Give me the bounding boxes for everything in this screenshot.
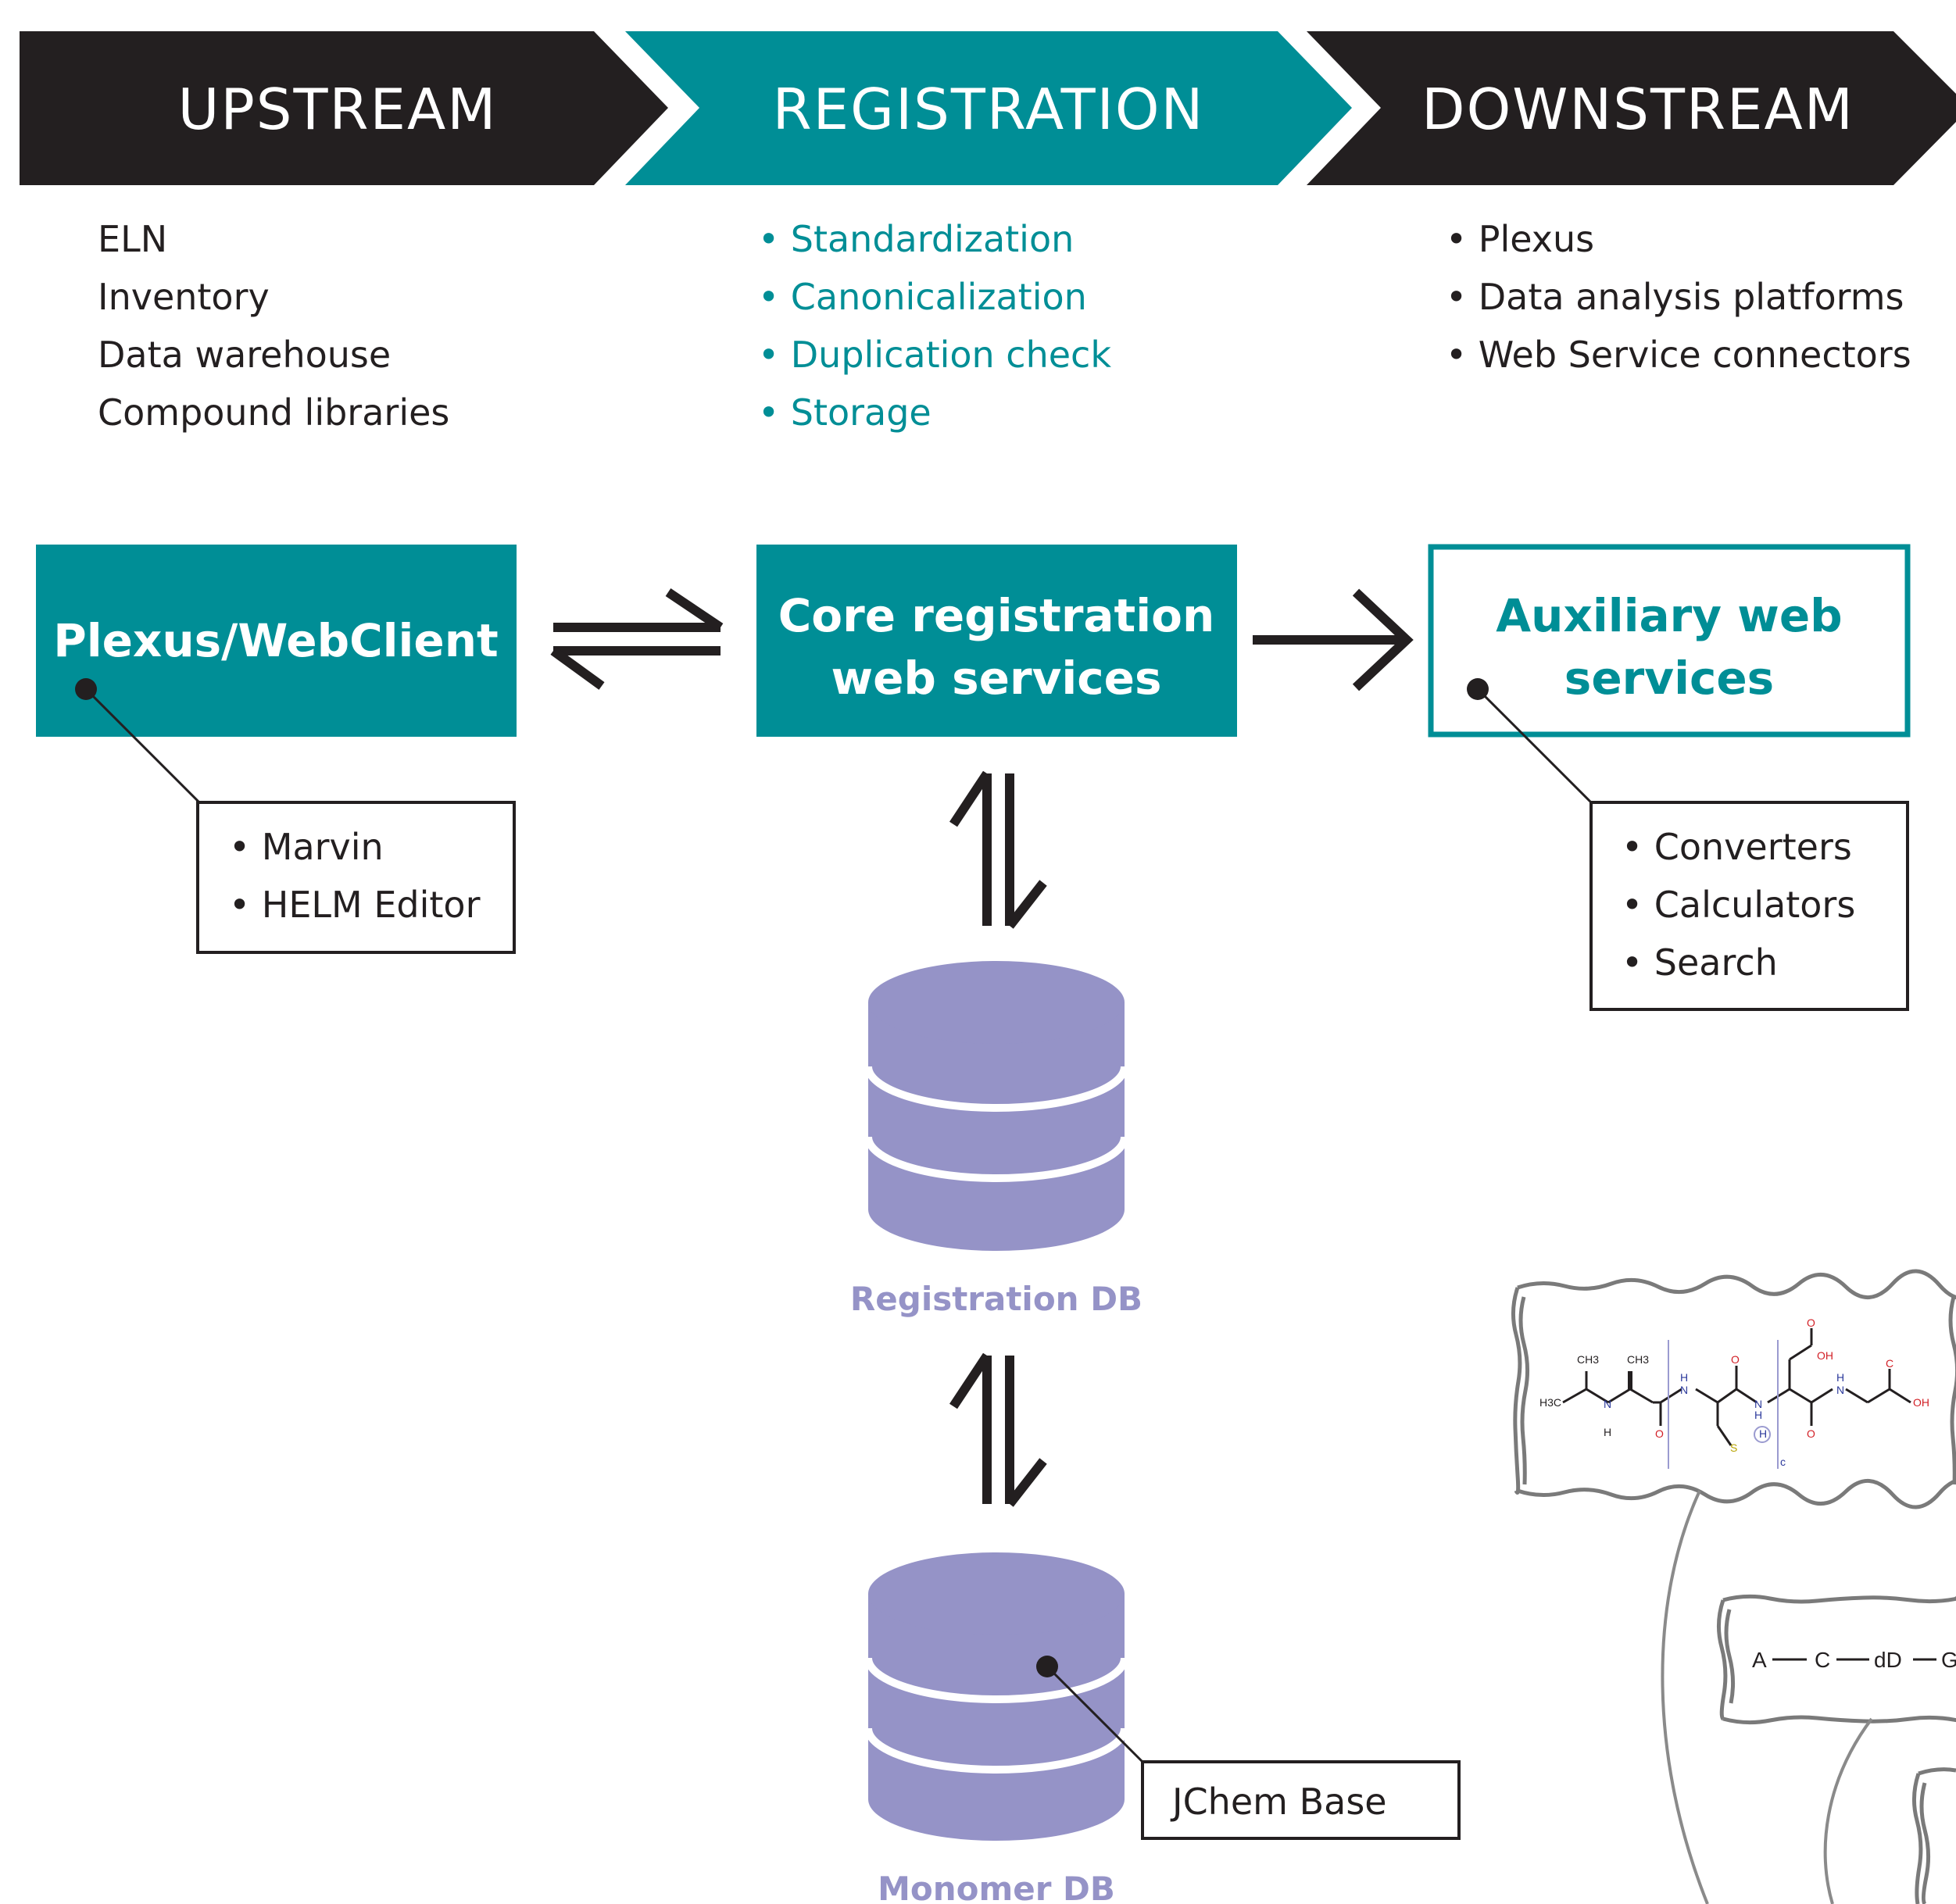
mol-atom: N (1680, 1384, 1688, 1396)
regdb-monomerdb-equilibrium-arrow (949, 1352, 1047, 1507)
downstream-list: • Plexus • Data analysis platforms • Web… (1446, 218, 1911, 376)
mol-atom: H3C (1539, 1396, 1561, 1409)
core-services-box: Core registration web services (756, 545, 1237, 737)
callout-dot (1467, 678, 1489, 700)
callout-dot (75, 678, 97, 700)
core-auxiliary-arrow (1253, 588, 1414, 691)
sequence-node: dD (1874, 1648, 1902, 1672)
auxiliary-callout-item: • Calculators (1622, 884, 1855, 926)
webclient-callout-item: • HELM Editor (229, 884, 481, 926)
mol-atom: OH (1913, 1396, 1929, 1409)
upstream-list: ELN Inventory Data warehouse Compound li… (98, 218, 449, 434)
core-regdb-equilibrium-arrow (949, 770, 1047, 929)
mol-atom: H (1680, 1371, 1688, 1384)
mol-atom: OH (1817, 1349, 1833, 1362)
registration-list: • Standardization • Canonicalization • D… (758, 218, 1111, 434)
mol-atom: S (1730, 1441, 1737, 1454)
auxiliary-services-title-line: Auxiliary web (1496, 589, 1842, 642)
registration-item: • Storage (758, 391, 932, 434)
registration-db-label: Registration DB (850, 1280, 1142, 1318)
monomer-db-icon (864, 1552, 1128, 1841)
sequence-node: C (1815, 1648, 1830, 1672)
upstream-item: Data warehouse (98, 334, 391, 376)
registration-item: • Standardization (758, 218, 1074, 260)
auxiliary-callout: • Converters • Calculators • Search (1467, 678, 1909, 1011)
auxiliary-callout-item: • Search (1622, 941, 1778, 984)
auxiliary-callout-item: • Converters (1622, 826, 1852, 868)
partial-sketch-frame (1912, 1767, 1956, 1904)
webclient-title: Plexus/WebClient (53, 614, 499, 667)
registration-item: • Duplication check (758, 334, 1111, 376)
callout-dot (1036, 1656, 1058, 1677)
webclient-callout: • Marvin • HELM Editor (75, 678, 516, 954)
molecule-sketch-frame (1511, 1269, 1956, 1509)
downstream-item: • Data analysis platforms (1446, 276, 1904, 318)
sequence-node: G (1941, 1648, 1956, 1672)
upstream-item: Compound libraries (98, 391, 449, 434)
stage-registration-chevron (625, 31, 1352, 185)
sequence-sketch-frame (1717, 1594, 1956, 1725)
stage-upstream-chevron (20, 31, 668, 185)
auxiliary-services-box: Auxiliary web services (1428, 544, 1911, 738)
monomer-db-label: Monomer DB (878, 1870, 1115, 1904)
helm-sequence: A C dD G (1752, 1648, 1956, 1672)
monomer-db-callout: JChem Base (1036, 1656, 1461, 1840)
webclient-callout-item: • Marvin (229, 826, 384, 868)
mol-atom: H (1836, 1371, 1844, 1384)
stage-banner: UPSTREAM REGISTRATION DOWNSTREAM (20, 31, 1956, 185)
downstream-item: • Web Service connectors (1446, 334, 1911, 376)
upstream-item: ELN (98, 218, 167, 260)
mol-atom: N (1836, 1384, 1844, 1396)
stage-downstream-chevron (1307, 31, 1956, 185)
auxiliary-services-title-line: services (1564, 652, 1774, 705)
sketch-connector-curves (1661, 1490, 1873, 1904)
mol-atom: CH3 (1627, 1353, 1649, 1366)
webclient-box: Plexus/WebClient (36, 545, 517, 737)
mol-atom: H (1604, 1426, 1611, 1438)
downstream-item: • Plexus (1446, 218, 1594, 260)
mol-atom: O (1807, 1427, 1815, 1440)
sequence-node: A (1752, 1648, 1767, 1672)
monomer-db-callout-item: JChem Base (1170, 1781, 1387, 1823)
mol-atom: O (1807, 1316, 1815, 1329)
registration-item: • Canonicalization (758, 276, 1087, 318)
mol-atom: C (1886, 1357, 1893, 1370)
stage-upstream-label: UPSTREAM (178, 77, 498, 142)
mol-atom: H (1759, 1427, 1767, 1440)
registration-db-icon (864, 961, 1128, 1251)
mol-atom: O (1655, 1427, 1664, 1440)
mol-atom: c (1780, 1456, 1786, 1468)
stage-downstream-label: DOWNSTREAM (1421, 77, 1854, 142)
upstream-item: Inventory (98, 276, 270, 318)
mol-atom: CH3 (1577, 1353, 1599, 1366)
core-services-title-line: Core registration (778, 589, 1215, 642)
mol-atom: H (1754, 1409, 1762, 1421)
mol-atom: O (1731, 1353, 1740, 1366)
webclient-core-equilibrium-arrow (550, 588, 724, 690)
mol-atom: N (1754, 1398, 1762, 1410)
stage-registration-label: REGISTRATION (773, 77, 1205, 142)
molecule-structure: CH3 CH3 H3C N H H N O N H O S H O OH H N… (1539, 1316, 1929, 1469)
mol-atom: N (1604, 1398, 1611, 1410)
core-services-title-line: web services (831, 652, 1161, 705)
